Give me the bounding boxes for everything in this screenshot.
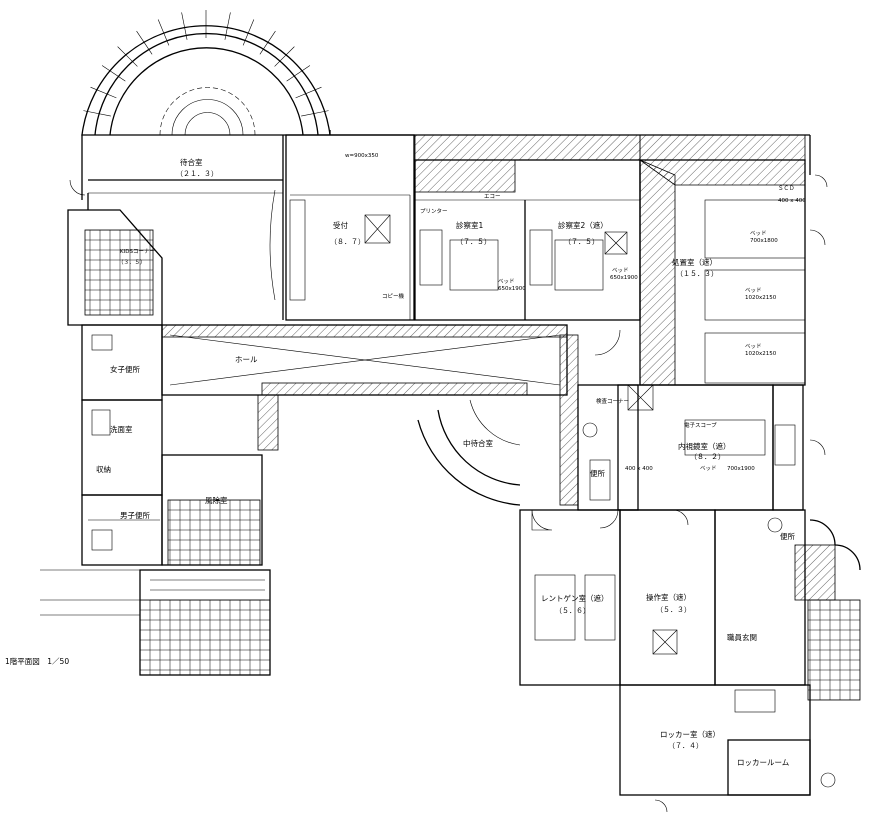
room-exam2-area: （７．５） [564,238,599,246]
room-waiting-name: 待合室 [180,157,203,167]
sink-label: ＳＣＤ [778,185,795,192]
sink-size: 400 x 400 [778,198,806,204]
bed-exam1-size: 650x1900 [498,286,526,292]
room-treatment-area: （１５．３） [676,270,718,278]
room-mid-waiting: 中待合室 [463,438,493,448]
bed-exam2-label: ベッド [612,267,629,274]
room-endoscopy-area: （８．２） [690,453,725,461]
room-hall-name: ホール [235,355,258,364]
bay-mullion [157,19,170,46]
room-toilet2: 便所 [780,531,795,541]
bay-mullion [83,110,111,117]
room-locker-area: （７．４） [668,742,703,750]
bay-mullion [301,110,329,117]
room-reception-area: （８．７） [330,238,365,246]
room-waiting-area: （２１．３） [176,170,218,178]
bed-1-size: 700x1800 [750,238,778,244]
room-mens-wc: 男子便所 [120,510,150,520]
room-staff-entrance: 職員玄関 [727,632,757,642]
bay-mullion [117,46,138,67]
bay-window [81,10,331,136]
room-reception-name: 受付 [333,220,348,230]
copier-label: コピー機 [382,292,405,300]
room-control-name: 操作室（遮） [646,592,691,602]
bed-3-size: 1020x2150 [745,351,777,357]
sink-r-size: 400 x 400 [625,466,653,472]
bay-mullion [274,46,295,67]
room-kensa: 検査コーナー [596,397,629,405]
room-treatment-name: 処置室（遮） [672,257,717,267]
echo-label: エコー [484,193,501,200]
bay-mullion [242,19,255,46]
doors [69,174,828,813]
endo-scope-label: 電子スコープ [684,422,717,429]
room-control-area: （５．３） [656,606,691,614]
bay-mullion [90,86,117,99]
walls [40,130,861,796]
bed-2-size: 1020x2150 [745,295,777,301]
room-exam2-name: 診察室2（遮） [558,220,608,230]
endo-bed-size: 700x1900 [727,466,755,472]
bed-exam1-label: ベッド [498,278,515,285]
bay-mullion [101,65,126,82]
room-womens-wc: 女子便所 [110,364,140,374]
room-locker-name: ロッカー室（遮） [660,729,720,739]
furniture [91,189,836,788]
room-toilet: 便所 [590,468,605,478]
room-xray-name: レントゲン室（遮） [541,593,609,603]
bay-mullion [181,12,188,40]
room-storage: 収納 [96,464,111,474]
room-washroom: 洗面室 [110,424,133,434]
bay-mullion [259,30,276,55]
room-endoscopy-name: 内視鏡室（遮） [678,441,731,451]
bay-mullion [295,86,322,99]
bed-2-label: ベッド [745,287,762,294]
bed-3-label: ベッド [745,343,762,350]
printer-label: プリンター [420,207,448,215]
room-exam1-name: 診察室1 [456,220,483,230]
room-windbreak: 風除室 [205,495,228,505]
room-exam1-area: （７．５） [456,238,491,246]
room-xray-area: （５．６） [555,607,590,615]
bed-exam2-size: 650x1900 [610,275,638,281]
room-kids-area: （３．５） [118,259,146,266]
bay-mullion [224,12,231,40]
room-kids-name: KIDSコーナー [120,248,155,255]
desk-label: w=900x350 [345,153,379,159]
bay-mullion [286,65,311,82]
drawing-title: 1階平面図 1／50 [5,656,69,666]
room-locker-room: ロッカールーム [737,758,789,767]
endo-bed-label: ベッド [700,465,717,472]
bed-1-label: ベッド [750,230,767,237]
room-labels: 待合室 （２１．３） 受付 （８．７） 診察室1 （７．５） 診察室2（遮） （… [5,153,806,767]
bay-mullion [136,30,153,55]
